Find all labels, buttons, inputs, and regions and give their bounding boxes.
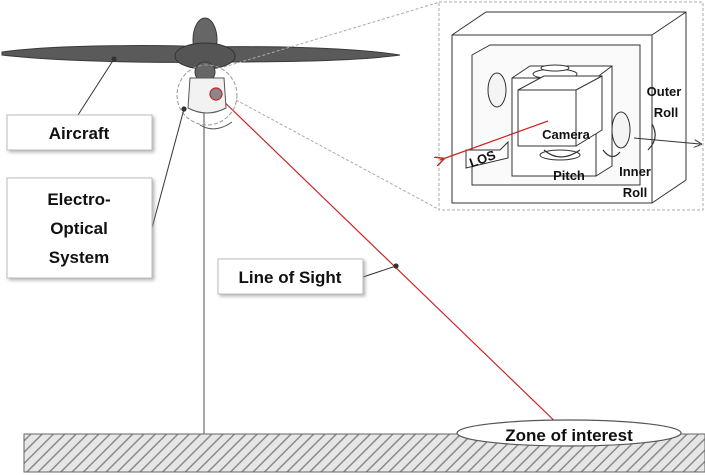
eo-label-line3: System: [49, 248, 109, 267]
zone-of-interest-ellipse: [456, 419, 682, 447]
outer-roll-rotation-icon: [647, 123, 656, 151]
inner-roll-rotation-icon: [602, 149, 621, 158]
aircraft-label-leader: [77, 58, 115, 116]
camera-label: Camera: [542, 127, 590, 142]
zoom-line-top: [223, 1, 441, 68]
inner-roll-label-1: Inner: [619, 164, 651, 179]
gimbal-rotation-arc: [199, 121, 233, 130]
line-of-sight-label: Line of Sight: [239, 268, 342, 287]
zoom-line-bottom: [235, 99, 441, 211]
los-label-box: [217, 258, 364, 295]
eo-label-line2: Optical: [50, 219, 108, 238]
line-of-sight: [215, 93, 567, 433]
outer-roll-axis-arrow: [633, 137, 700, 144]
outer-roll-label-2: Roll: [654, 105, 679, 120]
gimbal-outline-circle: [176, 64, 238, 126]
pitch-rotation-icon: [543, 149, 581, 158]
los-arrow: [440, 120, 549, 160]
gimbal-detail-drawing: [451, 11, 687, 204]
gimbal-housing-icon: [187, 77, 227, 114]
pitch-label: Pitch: [553, 168, 585, 183]
aircraft-label: Aircraft: [49, 124, 110, 143]
eo-label-line1: Electro-: [47, 190, 110, 209]
outer-roll-label-1: Outer: [647, 84, 682, 99]
los-label-leader: [362, 265, 397, 278]
camera-ball-icon: [209, 87, 223, 101]
aircraft-label-box: [6, 114, 153, 151]
inner-roll-label-2: Roll: [623, 185, 648, 200]
zone-of-interest-label: Zone of interest: [505, 426, 633, 445]
eo-label-leader: [151, 108, 185, 229]
eo-label-box: [6, 177, 153, 279]
